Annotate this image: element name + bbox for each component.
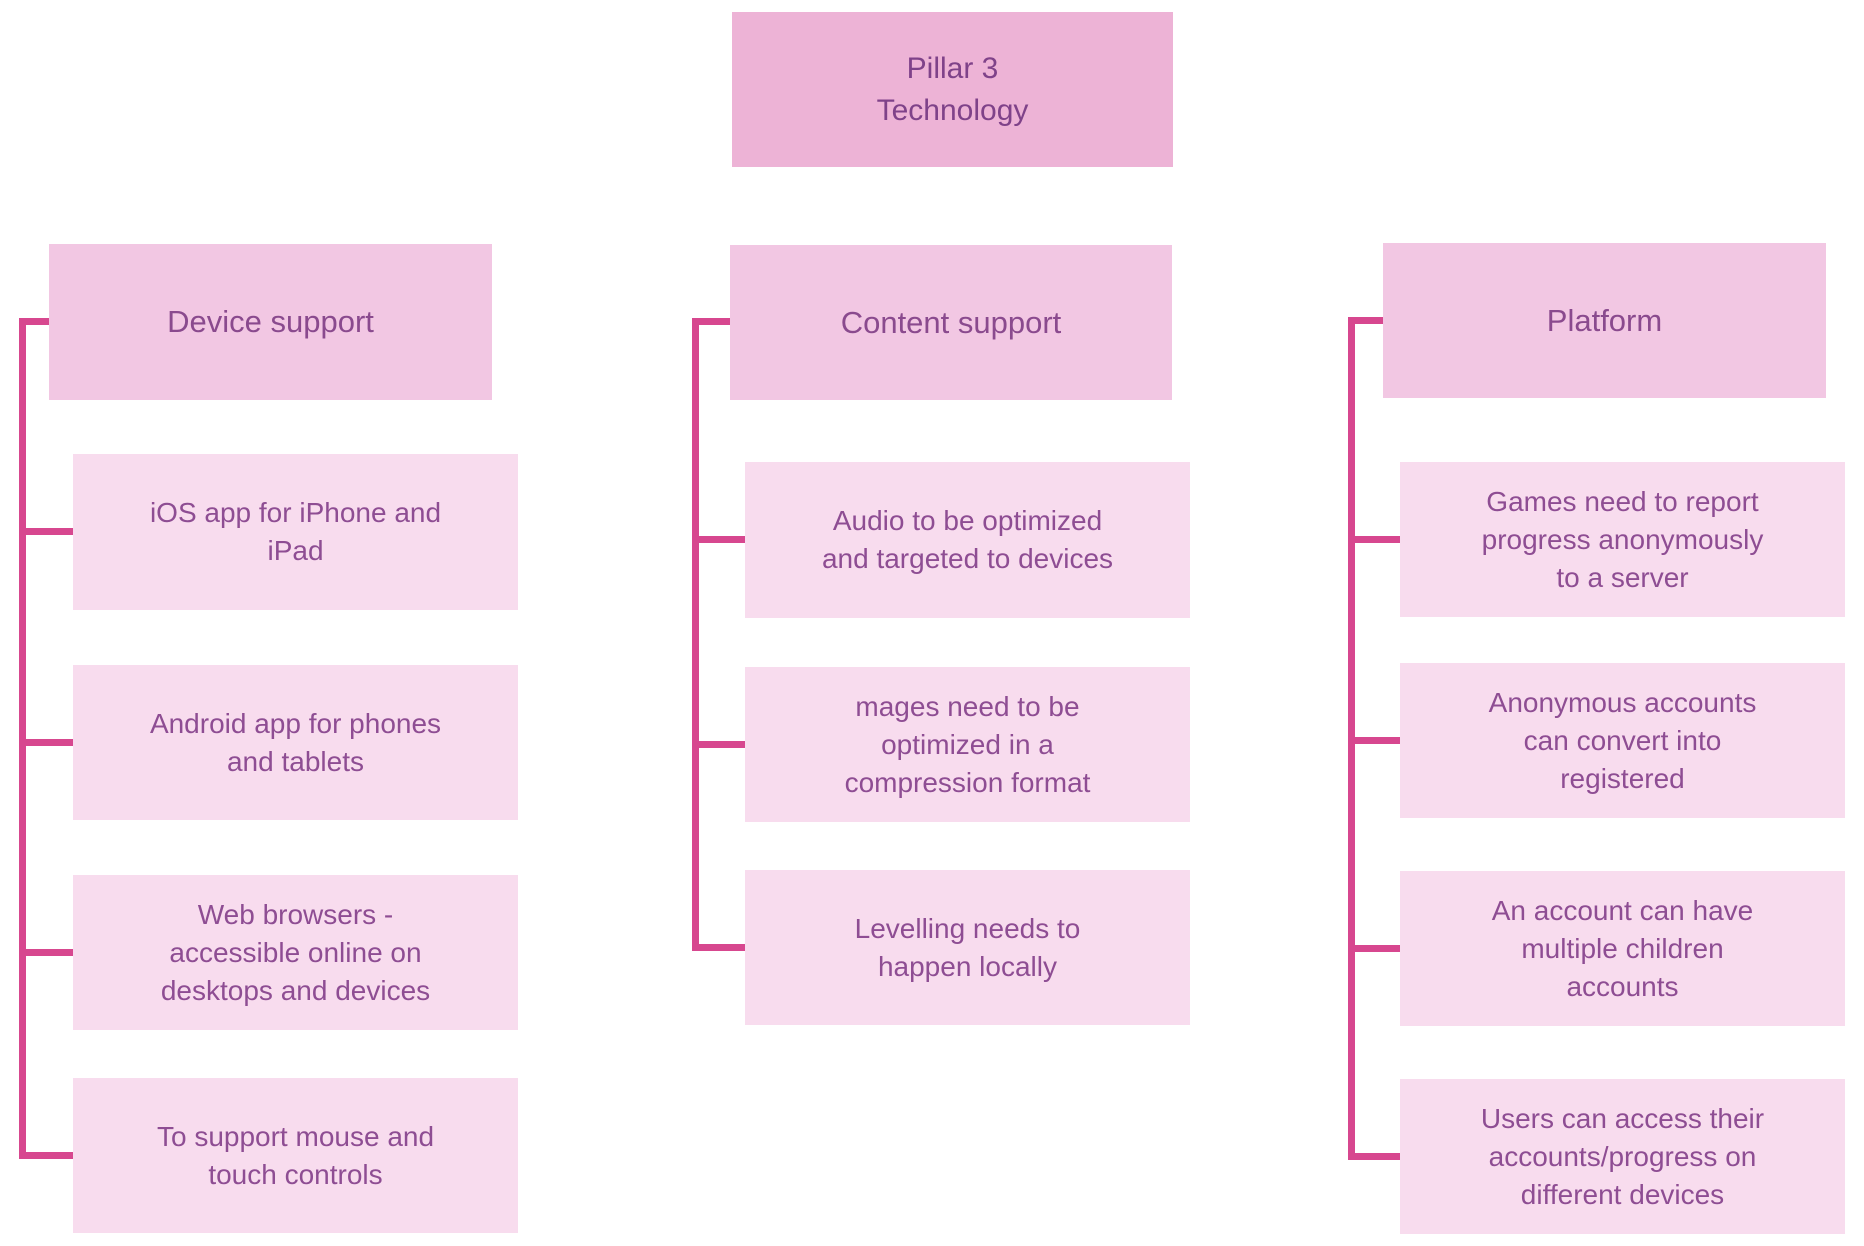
root-title: Pillar 3 [906, 51, 999, 85]
leaf-access-devices: Users can access their accounts/progress… [1400, 1079, 1845, 1234]
leaf-web-browsers: Web browsers - accessible online on desk… [73, 875, 518, 1030]
leaf-audio-optimized: Audio to be optimized and targeted to de… [745, 462, 1190, 618]
leaf-mouse-touch: To support mouse and touch controls [73, 1078, 518, 1233]
connector-v-content [692, 318, 699, 951]
leaf-anonymous-accounts: Anonymous accounts can convert into regi… [1400, 663, 1845, 818]
header-content-support: Content support [730, 245, 1172, 400]
root-node-pillar3: Pillar 3 Technology [732, 12, 1173, 167]
connector-h-images [692, 741, 745, 748]
connector-h-ios [19, 528, 73, 535]
connector-h-device-header [19, 318, 49, 325]
leaf-android-app: Android app for phones and tablets [73, 665, 518, 820]
connector-h-android [19, 739, 73, 746]
leaf-levelling-local: Levelling needs to happen locally [745, 870, 1190, 1025]
connector-h-access [1348, 1153, 1400, 1160]
leaf-ios-app: iOS app for iPhone and iPad [73, 454, 518, 610]
header-device-support: Device support [49, 244, 492, 400]
connector-h-levelling [692, 944, 745, 951]
connector-v-device [19, 318, 26, 1159]
connector-h-web [19, 949, 73, 956]
connector-h-audio [692, 536, 745, 543]
root-subtitle: Technology [876, 93, 1029, 127]
leaf-images-compression: mages need to be optimized in a compress… [745, 667, 1190, 822]
leaf-multiple-children: An account can have multiple children ac… [1400, 871, 1845, 1026]
leaf-games-report: Games need to report progress anonymousl… [1400, 462, 1845, 617]
connector-h-anonymous [1348, 737, 1400, 744]
connector-h-content-header [692, 318, 730, 325]
header-platform: Platform [1383, 243, 1826, 398]
connector-h-games [1348, 536, 1400, 543]
connector-h-mouse [19, 1152, 73, 1159]
connector-h-children-accounts [1348, 945, 1400, 952]
connector-h-platform-header [1348, 317, 1383, 324]
